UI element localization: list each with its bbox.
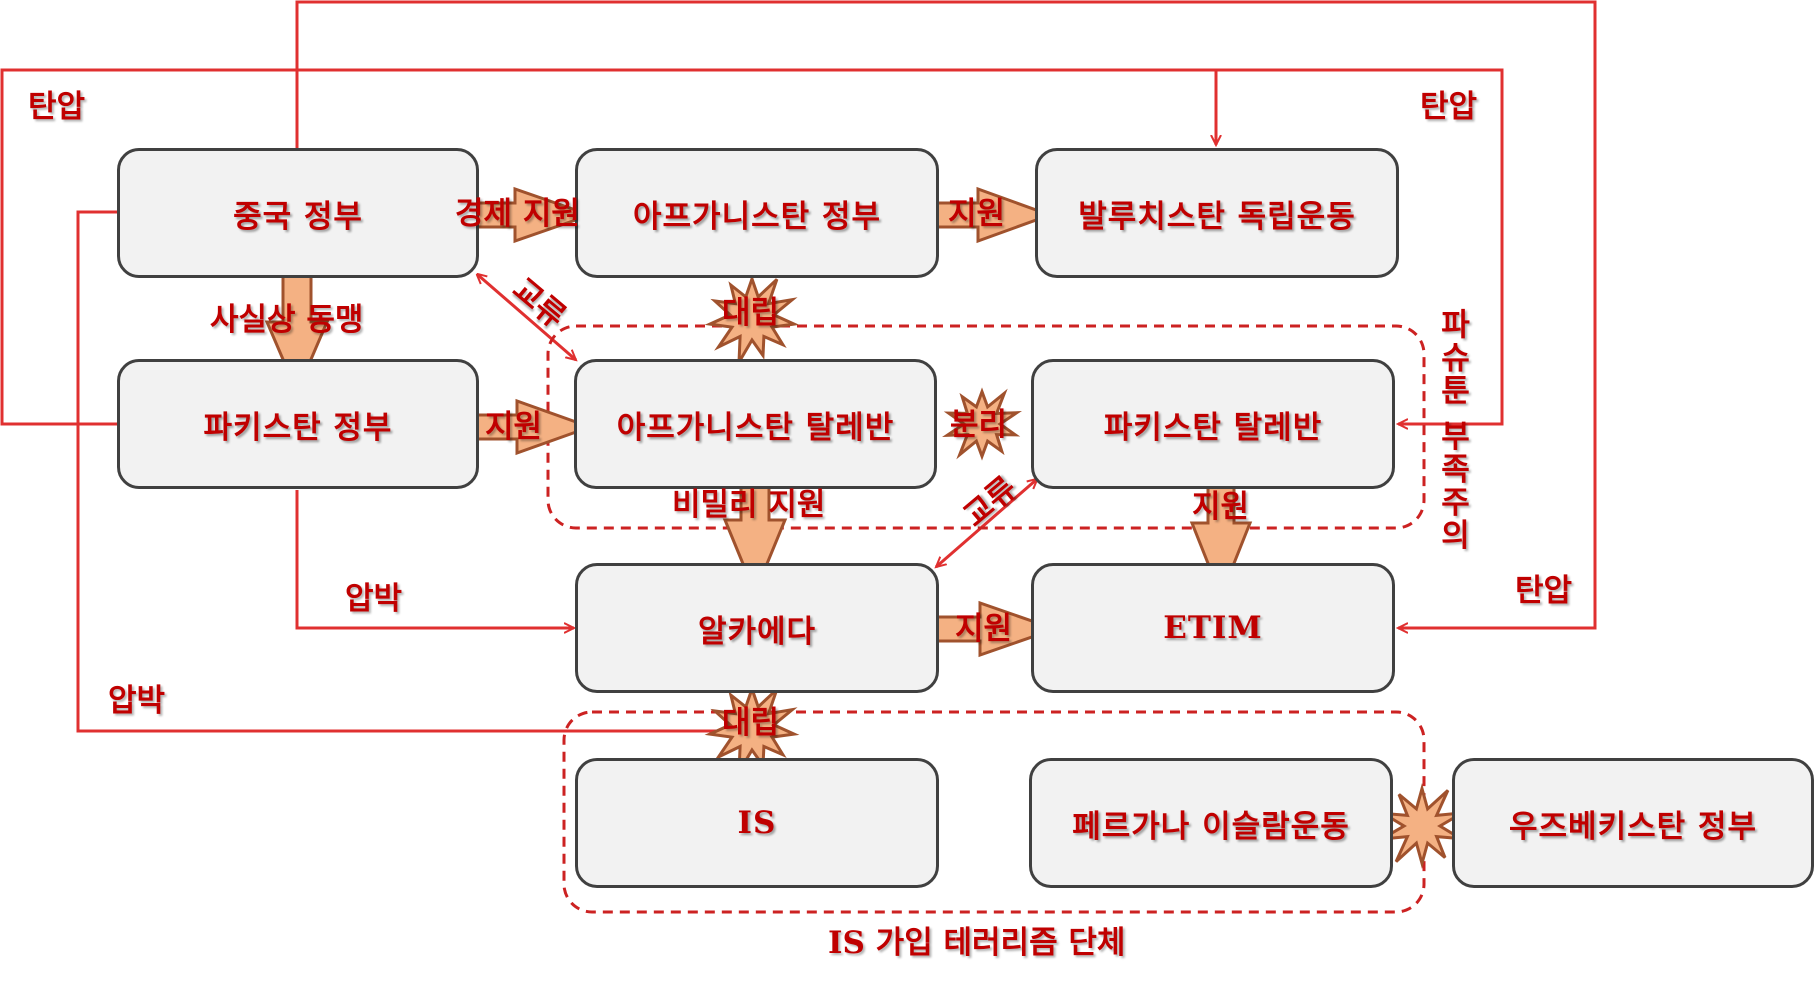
afghan-taliban-label: 아프가니스탄 탈레반 xyxy=(616,409,895,446)
etim-node[interactable]: ETIM xyxy=(1031,563,1395,693)
baloch-independence-node[interactable]: 발루치스탄 독립운동 xyxy=(1035,148,1399,278)
alqaeda-node[interactable]: 알카에다 xyxy=(575,563,939,693)
fergana-islamic-movement-node[interactable]: 페르가나 이슬람운동 xyxy=(1029,758,1393,888)
repress-label-right-top: 탄압 xyxy=(1420,89,1478,125)
afghanistan-government-label: 아프가니스탄 정부 xyxy=(633,198,881,235)
pakistan-to-pak-taliban-repression-line xyxy=(1216,68,1504,424)
pressure-label-left: 압박 xyxy=(108,683,166,719)
china-to-etim-repression-line xyxy=(295,0,1597,628)
confront-label-top: 대립 xyxy=(722,295,780,331)
china-government-node[interactable]: 중국 정부 xyxy=(117,148,479,278)
pakistan-support-label: 지원 xyxy=(485,409,543,445)
econ-support-label: 경제 지원 xyxy=(455,196,580,232)
alqaeda-is-conflict-burst xyxy=(704,684,800,773)
etim-label: ETIM xyxy=(1163,610,1263,646)
afghan-gov-taliban-conflict-burst xyxy=(704,274,800,363)
repress-label-left: 탄압 xyxy=(28,89,86,125)
uzbekistan-government-label: 우즈베키스탄 정부 xyxy=(1509,808,1757,845)
pakistan-to-baloch-repression-line xyxy=(0,68,1216,426)
pakistan-to-alqaeda-pressure-line xyxy=(295,490,574,628)
pressure-label-mid: 압박 xyxy=(345,581,403,617)
pakistan-government-node[interactable]: 파키스탄 정부 xyxy=(117,359,479,489)
china-to-is-pressure-line xyxy=(76,210,756,733)
uzbekistan-government-node[interactable]: 우즈베키스탄 정부 xyxy=(1452,758,1814,888)
afghan-pak-taliban-split-burst xyxy=(942,387,1022,461)
fergana-uzbek-conflict-burst xyxy=(1380,782,1464,870)
china-afghan-taliban-exchange-line xyxy=(478,275,576,360)
is-affiliated-group-label: IS 가입 테러리즘 단체 xyxy=(828,925,1126,961)
alqaeda-etim-support-label: 지원 xyxy=(955,611,1013,647)
confront-label-bottom: 대립 xyxy=(722,705,780,741)
fergana-islamic-movement-label: 페르가나 이슬람운동 xyxy=(1072,808,1350,845)
china-government-label: 중국 정부 xyxy=(233,198,363,235)
pakistan-government-label: 파키스탄 정부 xyxy=(203,409,393,446)
afghan-taliban-node[interactable]: 아프가니스탄 탈레반 xyxy=(574,359,937,489)
repress-label-right-bottom: 탄압 xyxy=(1515,573,1573,609)
is-node[interactable]: IS xyxy=(575,758,939,888)
afghan-baloch-support-label: 지원 xyxy=(948,196,1006,232)
afghanistan-government-node[interactable]: 아프가니스탄 정부 xyxy=(575,148,939,278)
split-label: 분리 xyxy=(950,407,1008,443)
de-facto-alliance-label: 사실상 동맹 xyxy=(210,302,364,338)
is-label: IS xyxy=(737,805,777,841)
pakistan-taliban-node[interactable]: 파키스탄 탈레반 xyxy=(1031,359,1395,489)
pashtun-tribalism-label: 파슈툰 부족주의 xyxy=(1434,308,1470,552)
alqaeda-label: 알카에다 xyxy=(697,613,817,650)
baloch-independence-label: 발루치스탄 독립운동 xyxy=(1078,198,1356,235)
secret-support-label: 비밀리 지원 xyxy=(672,487,826,523)
pak-taliban-alqaeda-exchange-line xyxy=(936,480,1036,567)
pakistan-taliban-label: 파키스탄 탈레반 xyxy=(1103,409,1323,446)
pak-taliban-etim-support-label: 지원 xyxy=(1192,489,1250,525)
